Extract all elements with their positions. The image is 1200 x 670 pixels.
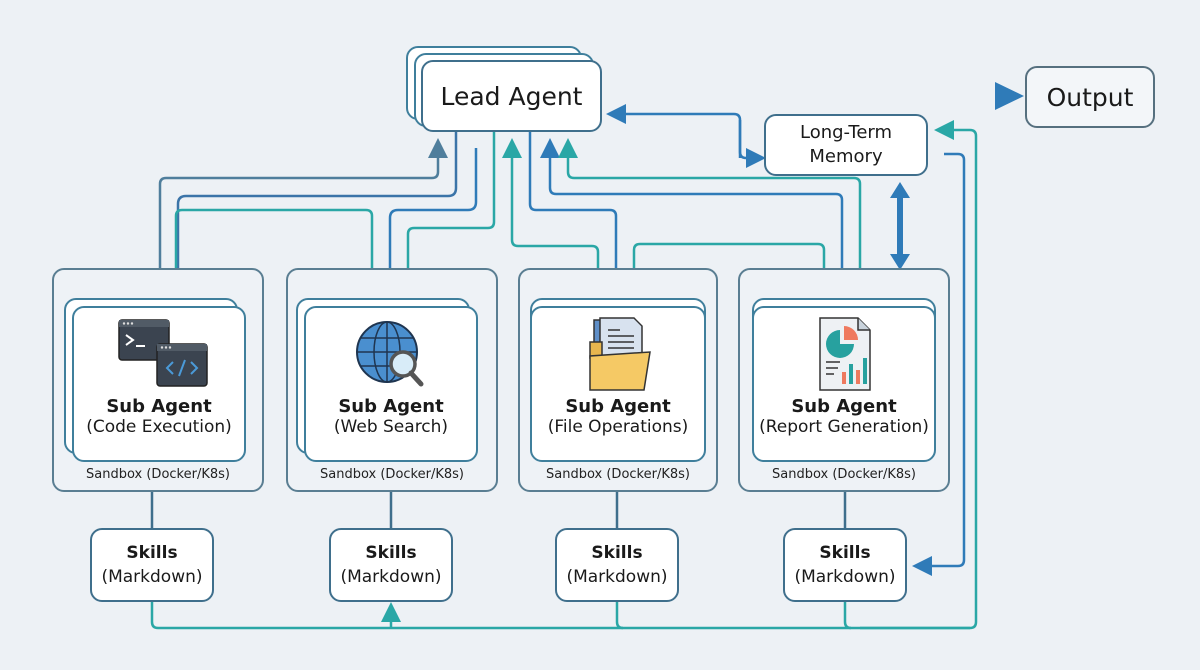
sub-agent-desc: (Web Search) xyxy=(333,417,449,437)
sub-agent-web-search[interactable]: Sub Agent (Web Search) xyxy=(304,306,478,462)
sub1-return-line xyxy=(158,138,448,298)
lead-to-sub1-line xyxy=(176,132,458,300)
sub4-to-lead-blue xyxy=(540,138,844,290)
skills-desc: (Markdown) xyxy=(101,567,203,587)
skills-node-code-execution[interactable]: Skills (Markdown) xyxy=(90,528,214,602)
sub-agent-title: Sub Agent xyxy=(338,396,444,417)
folder-documents-icon xyxy=(589,317,651,391)
sub-agent-desc: (Code Execution) xyxy=(86,417,232,437)
skills-desc: (Markdown) xyxy=(794,567,896,587)
sandbox-label: Sandbox (Docker/K8s) xyxy=(772,467,916,482)
sub-agent-desc: (File Operations) xyxy=(547,417,689,437)
skills-title: Skills xyxy=(819,543,871,563)
sub4-to-lead-teal xyxy=(558,138,862,300)
output-node[interactable]: Output xyxy=(1025,66,1155,128)
sub-agent-title: Sub Agent xyxy=(565,396,671,417)
skills-title: Skills xyxy=(365,543,417,563)
lead-to-sub3-line xyxy=(528,132,626,300)
sub-agent-desc: (Report Generation) xyxy=(759,417,929,437)
skills-title: Skills xyxy=(126,543,178,563)
sub3-teal-line xyxy=(510,239,608,300)
sub-agent-code-execution[interactable]: Sub Agent (Code Execution) xyxy=(72,306,246,462)
sandbox-label: Sandbox (Docker/K8s) xyxy=(320,467,464,482)
memory-to-lead-line xyxy=(606,104,742,158)
sub2-return-line xyxy=(380,148,478,300)
sub-agent-report-generation[interactable]: Sub Agent (Report Generation) xyxy=(752,306,936,462)
lead-agent-node[interactable]: Lead Agent xyxy=(421,60,602,132)
skills-node-report-generation[interactable]: Skills (Markdown) xyxy=(783,528,907,602)
sub1-teal-line xyxy=(174,208,382,300)
skills-desc: (Markdown) xyxy=(340,567,442,587)
sub-agent-title: Sub Agent xyxy=(791,396,897,417)
skills-desc: (Markdown) xyxy=(566,567,668,587)
memory-to-skills-blue xyxy=(912,152,966,576)
skills-to-memory-teal xyxy=(860,120,978,630)
skills-title: Skills xyxy=(591,543,643,563)
sub2-teal-up-line xyxy=(406,132,496,300)
sub-agent-file-operations[interactable]: Sub Agent (File Operations) xyxy=(530,306,706,462)
lead-agent-label: Lead Agent xyxy=(440,81,583,111)
skills-bottom-bus xyxy=(150,602,970,630)
sub3-to-sub4-teal xyxy=(632,242,834,300)
skills-node-file-operations[interactable]: Skills (Markdown) xyxy=(555,528,679,602)
terminal-code-icon xyxy=(118,319,208,387)
output-arrowhead xyxy=(995,82,1024,110)
report-chart-icon xyxy=(819,317,871,391)
sub-agent-title: Sub Agent xyxy=(106,396,212,417)
skills-node-web-search[interactable]: Skills (Markdown) xyxy=(329,528,453,602)
memory-label-line1: Long-Term xyxy=(799,122,893,143)
output-label: Output xyxy=(1046,82,1134,112)
memory-label-line2: Memory xyxy=(809,146,883,167)
globe-search-icon xyxy=(356,321,424,387)
sandbox-label: Sandbox (Docker/K8s) xyxy=(86,467,230,482)
sandbox-label: Sandbox (Docker/K8s) xyxy=(546,467,690,482)
long-term-memory-node[interactable]: Long-Term Memory xyxy=(764,114,928,176)
lead-to-memory-line xyxy=(738,120,766,168)
